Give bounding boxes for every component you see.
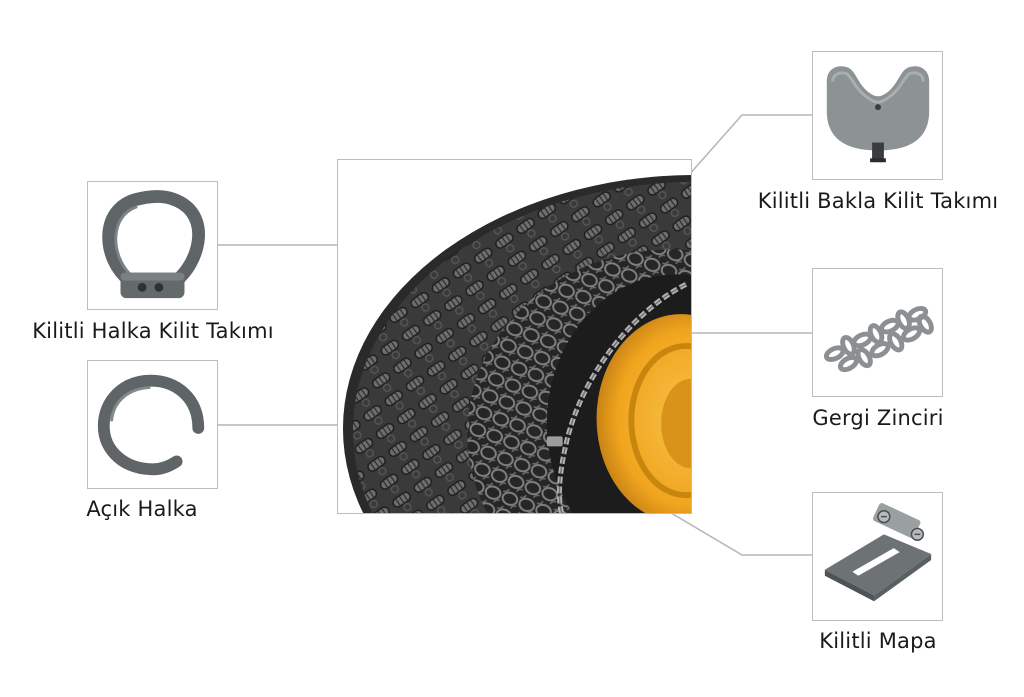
leader-line-kilitli-bakla bbox=[679, 114, 812, 186]
caption-gergi-zinciri: Gergi Zinciri bbox=[812, 406, 944, 430]
main-tire-frame bbox=[337, 159, 692, 514]
component-frame-kilitli-halka bbox=[87, 181, 218, 310]
caption-kilitli-bakla: Kilitli Bakla Kilit Takımı bbox=[757, 189, 999, 213]
component-frame-kilitli-mapa bbox=[812, 492, 943, 621]
locking-link-icon bbox=[826, 66, 930, 163]
caption-kilitli-halka: Kilitli Halka Kilit Takımı bbox=[32, 319, 274, 343]
locking-ring-icon bbox=[102, 190, 205, 299]
open-ring-icon bbox=[97, 374, 205, 476]
caption-kilitli-mapa: Kilitli Mapa bbox=[819, 629, 937, 653]
caption-acik-halka: Açık Halka bbox=[86, 497, 198, 521]
locking-plate-icon bbox=[824, 503, 932, 602]
component-frame-gergi-zinciri bbox=[812, 268, 943, 397]
tire-chain-icon bbox=[343, 174, 691, 513]
component-frame-acik-halka bbox=[87, 360, 218, 489]
component-frame-kilitli-bakla bbox=[812, 51, 943, 180]
tension-chain-icon bbox=[823, 306, 934, 373]
